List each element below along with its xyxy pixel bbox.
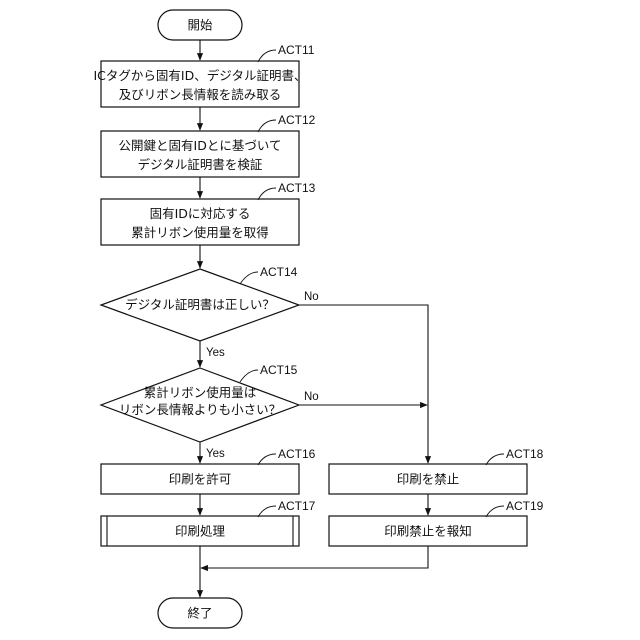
step-act13-line1: 固有IDに対応する (150, 206, 251, 221)
step-act17-id: ACT17 (278, 499, 316, 513)
act15-no-label: No (304, 391, 319, 403)
step-act18-id: ACT18 (506, 447, 544, 461)
decision-act15-id: ACT15 (260, 363, 298, 377)
start-label: 開始 (187, 18, 213, 33)
step-act11-id: ACT11 (278, 43, 315, 57)
act14-yes-label: Yes (206, 347, 225, 359)
step-act11-line2: 及びリボン長情報を読み取る (119, 87, 282, 102)
step-act13-line2: 累計リボン使用量を取得 (131, 225, 269, 240)
act15-yes-label: Yes (206, 448, 225, 460)
decision-act14-id: ACT14 (260, 265, 298, 279)
step-act17-text: 印刷処理 (175, 524, 226, 539)
act14-no-label: No (304, 291, 319, 303)
step-act19-text: 印刷禁止を報知 (384, 524, 472, 539)
step-act11-line1: ICタグから固有ID、デジタル証明書、 (94, 68, 307, 83)
step-act13-id: ACT13 (278, 181, 316, 195)
step-act16-id: ACT16 (278, 447, 316, 461)
decision-act15-line1: 累計リボン使用量は (144, 385, 257, 400)
decision-act15-line2: リボン長情報よりも小さい？ (119, 402, 281, 417)
step-act12-line1: 公開鍵と固有IDとに基づいて (119, 138, 282, 153)
decision-act14-text: デジタル証明書は正しい？ (125, 297, 275, 312)
step-act12-line2: デジタル証明書を検証 (138, 157, 263, 172)
end-label: 終了 (187, 606, 212, 621)
step-act16-text: 印刷を許可 (169, 472, 232, 487)
step-act18-text: 印刷を禁止 (397, 472, 460, 487)
step-act19-id: ACT19 (506, 499, 544, 513)
step-act12-id: ACT12 (278, 113, 316, 127)
